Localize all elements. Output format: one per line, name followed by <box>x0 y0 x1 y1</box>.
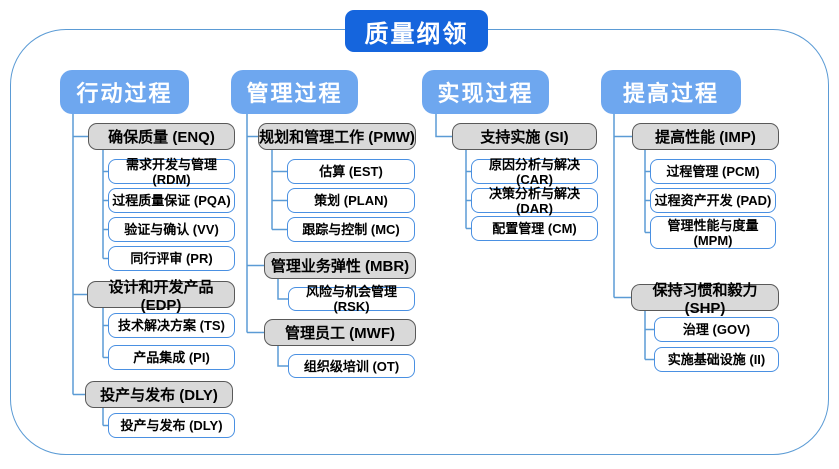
leaf-box-pqa: 过程质量保证 (PQA) <box>108 188 235 213</box>
leaf-box-mpm: 管理性能与度量 (MPM) <box>650 216 776 249</box>
leaf-box-pr: 同行评审 (PR) <box>108 246 235 271</box>
leaf-box-car: 原因分析与解决 (CAR) <box>471 157 598 187</box>
diagram-title: 质量纲领 <box>345 10 488 52</box>
group-box-imp: 提高性能 (IMP) <box>632 123 779 150</box>
leaf-box-vv: 验证与确认 (VV) <box>108 217 235 242</box>
leaf-box-ts: 技术解决方案 (TS) <box>108 313 235 338</box>
group-box-shp: 保持习惯和毅力 (SHP) <box>631 282 779 317</box>
leaf-box-ii: 实施基础设施 (II) <box>654 347 779 372</box>
leaf-box-dly: 投产与发布 (DLY) <box>108 413 235 438</box>
leaf-box-pad: 过程资产开发 (PAD) <box>650 188 776 213</box>
column-header-improvement-process: 提高过程 <box>601 70 741 114</box>
column-header-action-process: 行动过程 <box>60 70 189 114</box>
column-header-management-process: 管理过程 <box>231 70 358 114</box>
group-box-mbr: 管理业务弹性 (MBR) <box>264 252 416 279</box>
leaf-box-dar: 决策分析与解决 (DAR) <box>471 186 598 216</box>
leaf-box-rdm: 需求开发与管理 (RDM) <box>108 157 235 187</box>
group-box-dly: 投产与发布 (DLY) <box>85 381 233 408</box>
leaf-box-ot: 组织级培训 (OT) <box>288 354 415 378</box>
leaf-box-plan: 策划 (PLAN) <box>287 188 415 213</box>
group-box-si: 支持实施 (SI) <box>452 123 597 150</box>
group-box-edp: 设计和开发产品 (EDP) <box>87 279 235 314</box>
leaf-box-est: 估算 (EST) <box>287 159 415 184</box>
group-box-enq: 确保质量 (ENQ) <box>88 123 235 150</box>
group-box-mwf: 管理员工 (MWF) <box>264 319 416 346</box>
leaf-box-mc: 跟踪与控制 (MC) <box>287 217 415 242</box>
group-box-pmw: 规划和管理工作 (PMW) <box>258 123 416 150</box>
leaf-box-pcm: 过程管理 (PCM) <box>650 159 776 184</box>
leaf-box-pi: 产品集成 (PI) <box>108 345 235 370</box>
leaf-box-cm: 配置管理 (CM) <box>471 216 598 241</box>
leaf-box-rsk: 风险与机会管理 (RSK) <box>288 284 415 314</box>
leaf-box-gov: 治理 (GOV) <box>654 317 779 342</box>
column-header-implementation-process: 实现过程 <box>422 70 549 114</box>
